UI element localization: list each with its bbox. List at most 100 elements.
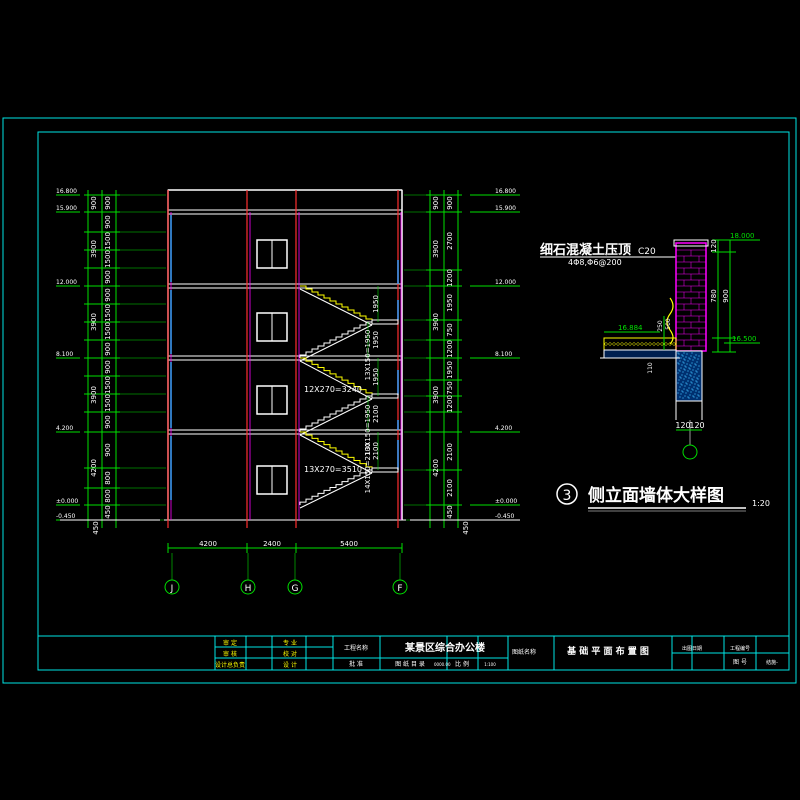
detail-dim-780: 780	[710, 289, 718, 302]
stair-landing	[371, 393, 399, 399]
concrete-dot	[682, 371, 684, 373]
level-label-right: 4.200	[495, 425, 512, 432]
detail-dim-bottom-2: 120	[689, 421, 704, 430]
dim-value-left-inner: 900	[104, 342, 112, 355]
dim-450-left: 450	[92, 521, 100, 534]
concrete-dot	[688, 367, 690, 369]
dim-value-right-inner: 450	[446, 505, 454, 518]
dim-value-left-inner: 800	[104, 471, 112, 484]
concrete-dot	[685, 366, 687, 368]
dim-value-left-inner: 900	[104, 270, 112, 283]
parapet	[167, 189, 403, 211]
level-label-right: 16.800	[495, 188, 516, 195]
concrete-dot	[695, 390, 697, 392]
axis-bubble	[287, 579, 303, 595]
level-label-left: 8.100	[56, 351, 73, 358]
level-label-right: 15.900	[495, 205, 516, 212]
concrete-dot	[696, 377, 698, 379]
concrete-dot	[684, 375, 686, 377]
dim-value-left-inner: 900	[104, 288, 112, 301]
axis-label: F	[397, 584, 402, 594]
dim-value-right-inner: 2700	[446, 232, 454, 250]
tb-sub2: 图 纸 目 录	[395, 660, 425, 668]
gravel	[648, 342, 652, 346]
tb-sub1: 批 准	[349, 660, 363, 668]
concrete-dot	[697, 358, 699, 360]
stair-soffit	[299, 472, 373, 509]
tb-label-c2: 设 计	[283, 661, 297, 669]
tb-r1: 出图日期	[682, 645, 702, 652]
stair-dim-value: 1950	[372, 331, 380, 349]
concrete-dot	[687, 380, 689, 382]
dim-value-left-inner: 1500	[104, 322, 112, 340]
concrete-dot	[698, 375, 700, 377]
concrete-dot	[682, 355, 684, 357]
stair-soffit	[299, 398, 373, 436]
concrete-dot	[694, 373, 696, 375]
concrete-dot	[690, 391, 692, 393]
concrete-dot	[680, 393, 682, 395]
stair-dim-b: 13X150=1950	[364, 405, 372, 456]
concrete-dot	[697, 378, 699, 380]
dim-value-left-inner: 1500	[104, 394, 112, 412]
concrete-dot	[687, 396, 689, 398]
concrete-dot	[677, 382, 679, 384]
concrete-dot	[678, 379, 680, 381]
concrete-dot	[677, 362, 679, 364]
gravel	[652, 342, 656, 346]
dim-value-left-outer: 3900	[90, 240, 98, 258]
slab-dim-250: 250	[657, 320, 664, 332]
concrete-dot	[686, 353, 688, 355]
concrete-dot	[682, 361, 684, 363]
concrete-dot	[678, 389, 680, 391]
level-label-right: 8.100	[495, 351, 512, 358]
concrete-dot	[685, 392, 687, 394]
gravel	[632, 342, 636, 346]
dim-value-left-inner: 1500	[104, 304, 112, 322]
tb-sub3: 比 例	[455, 660, 469, 668]
concrete-dot	[694, 357, 696, 359]
concrete-dot	[686, 389, 688, 391]
gravel	[636, 342, 640, 346]
level-label-right: 12.000	[495, 279, 516, 286]
slab-dim-110: 110	[647, 362, 654, 374]
dim-value-left-inner: 800	[104, 489, 112, 502]
floor-slab	[167, 283, 403, 289]
level-label-left: -0.450	[56, 513, 76, 520]
dim-value-left-outer: 900	[90, 196, 98, 209]
stair-soffit	[299, 288, 373, 326]
concrete-dot	[683, 368, 685, 370]
dim-value-left-outer: 3900	[90, 386, 98, 404]
concrete-dot	[687, 390, 689, 392]
concrete-dot	[697, 384, 699, 386]
tb-stamp-val: 结施-	[766, 659, 778, 666]
concrete-dot	[691, 388, 693, 390]
concrete-dot	[682, 397, 684, 399]
dim-value-left-inner: 1500	[104, 376, 112, 394]
concrete-dot	[697, 394, 699, 396]
concrete-dot	[698, 365, 700, 367]
stair-dim-value: 1950	[372, 295, 380, 313]
bay-dim-value: 5400	[340, 540, 358, 548]
concrete-dot	[679, 396, 681, 398]
stair-landing	[371, 319, 399, 325]
dim-value-left-outer: 3900	[90, 313, 98, 331]
stair-soffit	[299, 360, 373, 400]
tb-sub-small: 0000.00	[434, 662, 451, 667]
dim-value-right-inner: 750	[446, 381, 454, 394]
stair-flight	[299, 469, 372, 505]
stair-dim-value: 2100	[372, 405, 380, 423]
concrete-dot	[692, 395, 694, 397]
concrete-dot	[691, 372, 693, 374]
dim-value-right-inner: 1950	[446, 361, 454, 379]
concrete-dot	[696, 361, 698, 363]
concrete-dot	[698, 385, 700, 387]
concrete-dot	[677, 352, 679, 354]
concrete-dot	[696, 387, 698, 389]
concrete-dot	[691, 352, 693, 354]
concrete-dot	[695, 354, 697, 356]
dim-value-right-inner: 1200	[446, 340, 454, 358]
gravel	[656, 342, 660, 346]
